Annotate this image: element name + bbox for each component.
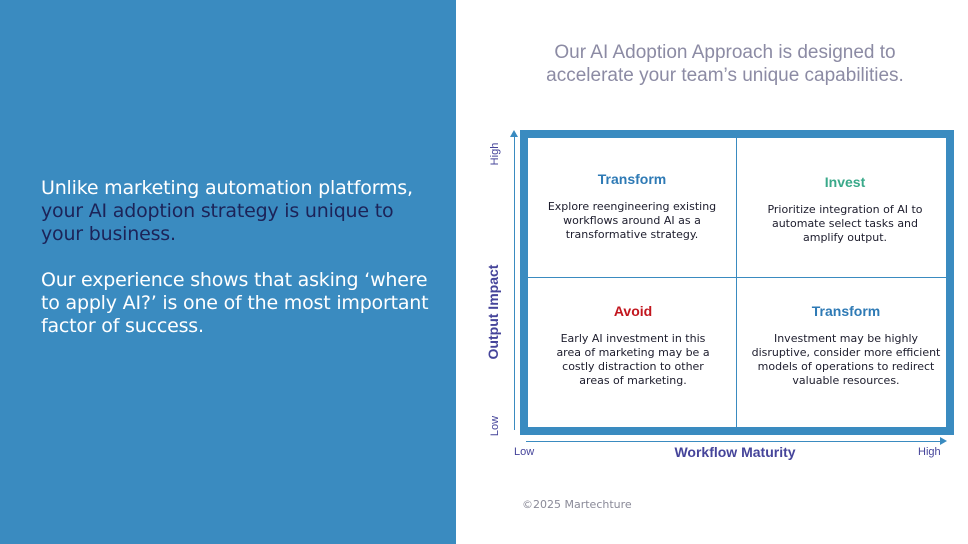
y-axis-arrow xyxy=(510,130,518,137)
quadrant-title-transform: Transform xyxy=(597,171,667,187)
left-panel: Unlike marketing automation platforms, y… xyxy=(0,0,456,544)
y-axis-line xyxy=(514,134,515,430)
quadrant-body: Early AI investment in this area of mark… xyxy=(556,332,710,387)
quadrant-body: Prioritize integration of AI to automate… xyxy=(767,203,923,244)
left-intro-text: Unlike marketing automation platforms, y… xyxy=(41,177,436,338)
x-axis-label: Workflow Maturity xyxy=(674,444,796,460)
y-axis-high-label: High xyxy=(489,142,501,166)
matrix-horizontal-divider xyxy=(528,277,946,278)
intro-paragraph: Unlike marketing automation platforms, y… xyxy=(41,177,436,246)
matrix-vertical-divider xyxy=(736,138,737,427)
quadrant-body: Explore reengineering existing workflows… xyxy=(547,200,717,241)
y-axis-label: Output Impact xyxy=(485,264,501,360)
quadrant-top-left: Transform Explore reengineering existing… xyxy=(542,171,722,242)
intro-line: Unlike marketing automation platforms, xyxy=(41,177,413,199)
x-axis-arrow xyxy=(940,437,947,445)
quadrant-bottom-right: Transform Investment may be highly disru… xyxy=(746,303,946,388)
intro-emphasis: your AI adoption strategy is unique to y… xyxy=(41,200,394,245)
quadrant-title-avoid: Avoid xyxy=(613,303,653,319)
adoption-matrix: Transform Explore reengineering existing… xyxy=(520,130,954,435)
quadrant-bottom-left: Avoid Early AI investment in this area o… xyxy=(548,303,718,388)
y-axis-low-label: Low xyxy=(489,415,501,437)
quadrant-body: Investment may be highly disruptive, con… xyxy=(751,332,941,387)
x-axis-high-label: High xyxy=(918,446,941,458)
quadrant-title-transform: Transform xyxy=(811,303,881,319)
x-axis-line xyxy=(526,441,940,442)
success-paragraph: Our experience shows that asking ‘where … xyxy=(41,269,429,337)
quadrant-title-invest: Invest xyxy=(824,174,866,190)
copyright-text: ©2025 Martechture xyxy=(522,498,632,511)
quadrant-top-right: Invest Prioritize integration of AI to a… xyxy=(750,174,940,245)
slide-headline: Our AI Adoption Approach is designed to … xyxy=(546,42,904,86)
x-axis-low-label: Low xyxy=(514,446,535,458)
